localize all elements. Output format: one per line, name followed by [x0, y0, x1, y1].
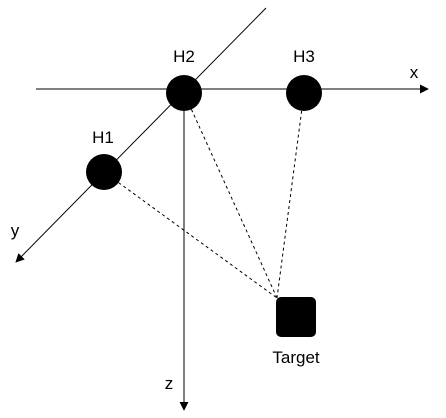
- node-h3: [286, 75, 322, 111]
- node-h2: [166, 75, 202, 111]
- target-label: Target: [272, 348, 320, 367]
- z-axis-label: z: [165, 374, 174, 393]
- y-axis-label: y: [11, 221, 20, 240]
- h2-to-target-line: [183, 92, 278, 299]
- h1-to-target-line: [103, 171, 278, 299]
- node-h1-label: H1: [92, 128, 114, 147]
- node-h2-label: H2: [173, 47, 195, 66]
- y-axis: [15, 7, 267, 263]
- node-h1: [86, 154, 122, 190]
- x-axis-label: x: [410, 63, 419, 82]
- target-square: [276, 297, 316, 337]
- node-h3-label: H3: [293, 47, 315, 66]
- h3-to-target-line: [276, 92, 305, 299]
